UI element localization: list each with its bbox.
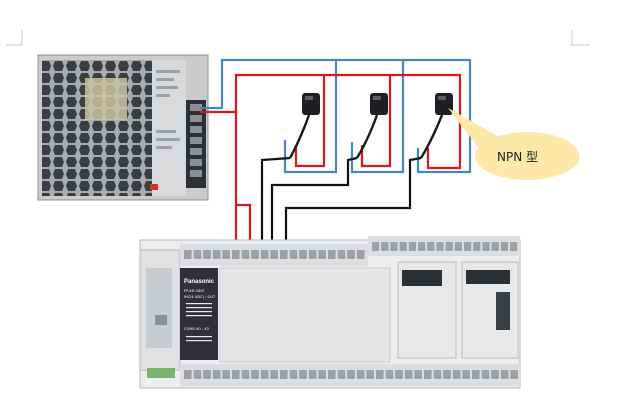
terminal-screw [366, 370, 374, 379]
terminal-screw [385, 370, 394, 379]
terminal-screw [436, 242, 444, 251]
terminal-screw [399, 242, 407, 251]
terminal-screw [222, 370, 230, 379]
terminal-screw [251, 250, 259, 259]
terminal-screw [193, 250, 202, 259]
terminal-screw [500, 370, 509, 379]
terminal-screw [203, 250, 211, 259]
terminal-screw [454, 242, 462, 251]
terminal-screw [337, 250, 346, 259]
terminal-screw [212, 250, 221, 259]
terminal-screw [203, 370, 211, 379]
terminal-screw [482, 242, 490, 251]
terminal-screw [427, 242, 435, 251]
terminal-screw [270, 250, 278, 259]
sensor-1 [288, 93, 320, 159]
terminal-screw [308, 370, 317, 379]
terminal-screw [184, 250, 192, 259]
page-corner-marks [6, 30, 590, 46]
terminal-screw [500, 242, 508, 251]
plc-io-label: COM0 X0 - X3 [184, 327, 209, 331]
terminal-screw [414, 370, 422, 379]
terminal-screw [260, 250, 269, 259]
bottom-terminals [184, 370, 518, 379]
terminal-screw [347, 370, 355, 379]
terminal-screw [308, 250, 317, 259]
npn-callout: NPN 型 [448, 108, 580, 180]
terminal-screw [270, 370, 278, 379]
terminal-screw [510, 370, 518, 379]
terminal-screw [212, 370, 221, 379]
terminal-screw [280, 250, 288, 259]
terminal-screw [280, 370, 288, 379]
top-terminals [184, 242, 518, 259]
terminal-screw [390, 242, 398, 251]
terminal-screw [184, 370, 192, 379]
terminal-screw [452, 370, 461, 379]
plc-brand-label: Panasonic [184, 279, 215, 285]
terminal-screw [289, 370, 298, 379]
terminal-screw [232, 250, 240, 259]
terminal-screw [408, 242, 416, 251]
terminal-screw [418, 242, 426, 251]
plc-unit: Panasonic FP-XH C60T IN(24 VDC) / OUT CO… [139, 236, 521, 389]
terminal-screw [193, 370, 202, 379]
terminal-screw [443, 370, 451, 379]
terminal-screw [356, 250, 365, 259]
terminal-screw [318, 370, 326, 379]
terminal-screw [464, 242, 472, 251]
plc-model-label: FP-XH C60T [184, 289, 206, 293]
terminal-screw [337, 370, 346, 379]
plc-spec-label: IN(24 VDC) / OUT [184, 295, 216, 299]
terminal-screw [299, 370, 307, 379]
terminal-screw [299, 250, 307, 259]
terminal-screw [472, 370, 480, 379]
sensor-2 [355, 93, 388, 159]
terminal-screw [222, 250, 230, 259]
terminal-screw [328, 370, 336, 379]
terminal-screw [395, 370, 403, 379]
terminal-screw [251, 370, 259, 379]
callout-label: NPN 型 [497, 150, 538, 164]
terminal-screw [462, 370, 470, 379]
terminal-screw [473, 242, 481, 251]
terminal-screw [328, 250, 336, 259]
terminal-screw [260, 370, 269, 379]
terminal-screw [404, 370, 413, 379]
terminal-screw [356, 370, 365, 379]
terminal-screw [433, 370, 442, 379]
terminal-screw [318, 250, 326, 259]
power-supply [37, 54, 209, 201]
terminal-screw [381, 242, 389, 251]
terminal-screw [445, 242, 453, 251]
terminal-screw [424, 370, 432, 379]
terminal-screw [347, 250, 355, 259]
terminal-screw [510, 242, 518, 251]
power-wires [200, 58, 472, 248]
terminal-screw [481, 370, 490, 379]
terminal-screw [491, 370, 499, 379]
signal-wires [260, 156, 422, 248]
terminal-screw [491, 242, 499, 251]
terminal-screw [241, 250, 250, 259]
terminal-screw [372, 242, 380, 251]
sensor-3 [419, 93, 453, 159]
terminal-screw [376, 370, 384, 379]
terminal-screw [232, 370, 240, 379]
terminal-screw [289, 250, 298, 259]
terminal-screw [241, 370, 250, 379]
